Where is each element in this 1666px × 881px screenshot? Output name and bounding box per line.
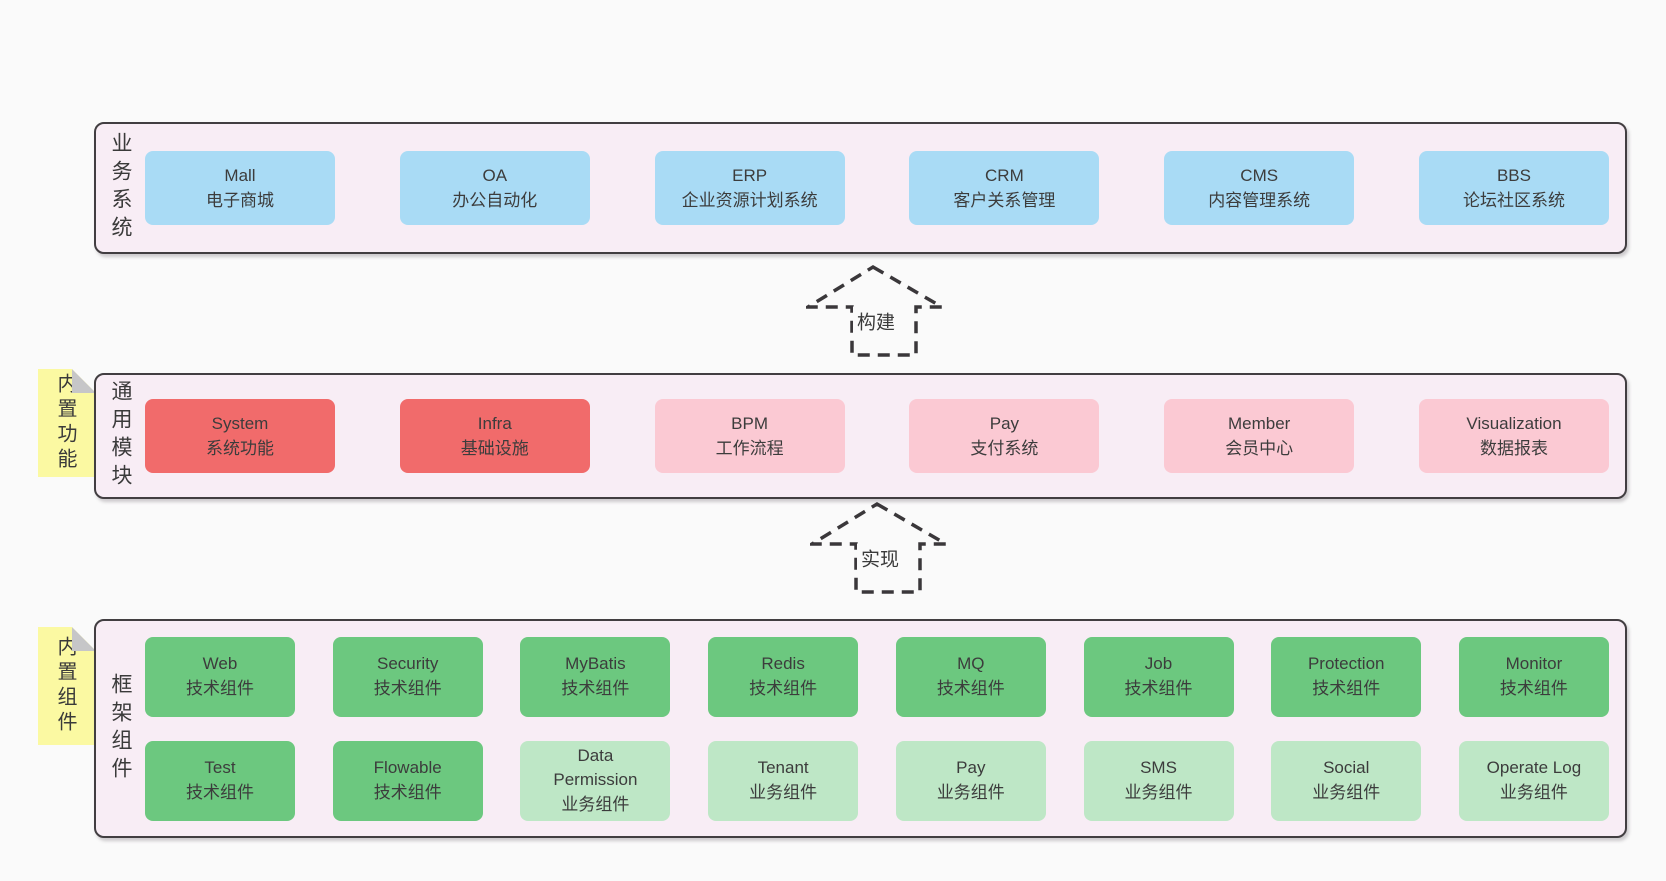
box-member: Member 会员中心	[1164, 399, 1355, 473]
box-job: Job 技术组件	[1083, 636, 1234, 717]
box-bpm: BPM 工作流程	[654, 399, 845, 473]
box-flowable: Flowable 技术组件	[332, 740, 483, 821]
panel-label-business-systems: 业务系统	[109, 132, 132, 244]
up-block-arrow-icon	[810, 501, 950, 594]
box-oa: OA 办公自动化	[399, 151, 590, 225]
box-test: Test 技术组件	[145, 740, 295, 821]
box-pay-system: Pay 支付系统	[909, 399, 1100, 473]
box-pay-component: Pay 业务组件	[895, 740, 1046, 821]
framework-components-rows: Web 技术组件 Security 技术组件 MyBatis 技术组件 Redi…	[145, 636, 1609, 821]
box-monitor: Monitor 技术组件	[1458, 636, 1609, 717]
box-system: System 系统功能	[145, 399, 335, 473]
box-cms: CMS 内容管理系统	[1164, 151, 1355, 225]
box-sms: SMS 业务组件	[1083, 740, 1234, 821]
sticky-note-label: 内置组件	[54, 636, 76, 736]
box-bbs: BBS 论坛社区系统	[1418, 151, 1609, 225]
box-data-permission: Data Permission 业务组件	[520, 740, 671, 821]
up-block-arrow-icon	[806, 264, 946, 357]
box-web: Web 技术组件	[145, 636, 295, 717]
box-mq: MQ 技术组件	[895, 636, 1046, 717]
implement-arrow-label: 实现	[856, 543, 904, 573]
build-arrow: 构建	[806, 263, 946, 359]
common-modules-row: System 系统功能 Infra 基础设施 BPM 工作流程 Pay 支付系统…	[145, 399, 1609, 473]
box-infra: Infra 基础设施	[399, 399, 590, 473]
sticky-note-builtin-components: 内置组件	[38, 627, 96, 745]
box-visualization: Visualization 数据报表	[1418, 399, 1609, 473]
panel-label-framework-components: 框架组件	[109, 672, 132, 785]
box-protection: Protection 技术组件	[1271, 636, 1422, 717]
panel-label-common-modules: 通用模块	[109, 380, 132, 492]
implement-arrow: 实现	[810, 500, 950, 596]
build-arrow-label: 构建	[852, 306, 900, 336]
box-social: Social 业务组件	[1271, 740, 1422, 821]
box-mybatis: MyBatis 技术组件	[520, 636, 671, 717]
sticky-note-label: 内置功能	[54, 373, 76, 473]
box-tenant: Tenant 业务组件	[708, 740, 859, 821]
box-security: Security 技术组件	[332, 636, 483, 717]
components-row-1: Web 技术组件 Security 技术组件 MyBatis 技术组件 Redi…	[145, 636, 1609, 717]
sticky-note-builtin-features: 内置功能	[38, 369, 96, 477]
box-operate-log: Operate Log 业务组件	[1458, 740, 1609, 821]
box-crm: CRM 客户关系管理	[909, 151, 1100, 225]
box-mall: Mall 电子商城	[145, 151, 335, 225]
common-modules-panel: 通用模块 System 系统功能 Infra 基础设施 BPM 工作流程 Pay…	[94, 373, 1627, 499]
framework-components-panel: 框架组件 Web 技术组件 Security 技术组件 MyBatis 技术组件…	[94, 619, 1627, 838]
folded-corner-icon	[72, 369, 96, 393]
business-systems-row: Mall 电子商城 OA 办公自动化 ERP 企业资源计划系统 CRM 客户关系…	[145, 151, 1609, 225]
business-systems-panel: 业务系统 Mall 电子商城 OA 办公自动化 ERP 企业资源计划系统 CRM…	[94, 122, 1627, 254]
box-redis: Redis 技术组件	[708, 636, 859, 717]
folded-corner-icon	[72, 627, 96, 651]
components-row-2: Test 技术组件 Flowable 技术组件 Data Permission …	[145, 740, 1609, 821]
box-erp: ERP 企业资源计划系统	[654, 151, 845, 225]
